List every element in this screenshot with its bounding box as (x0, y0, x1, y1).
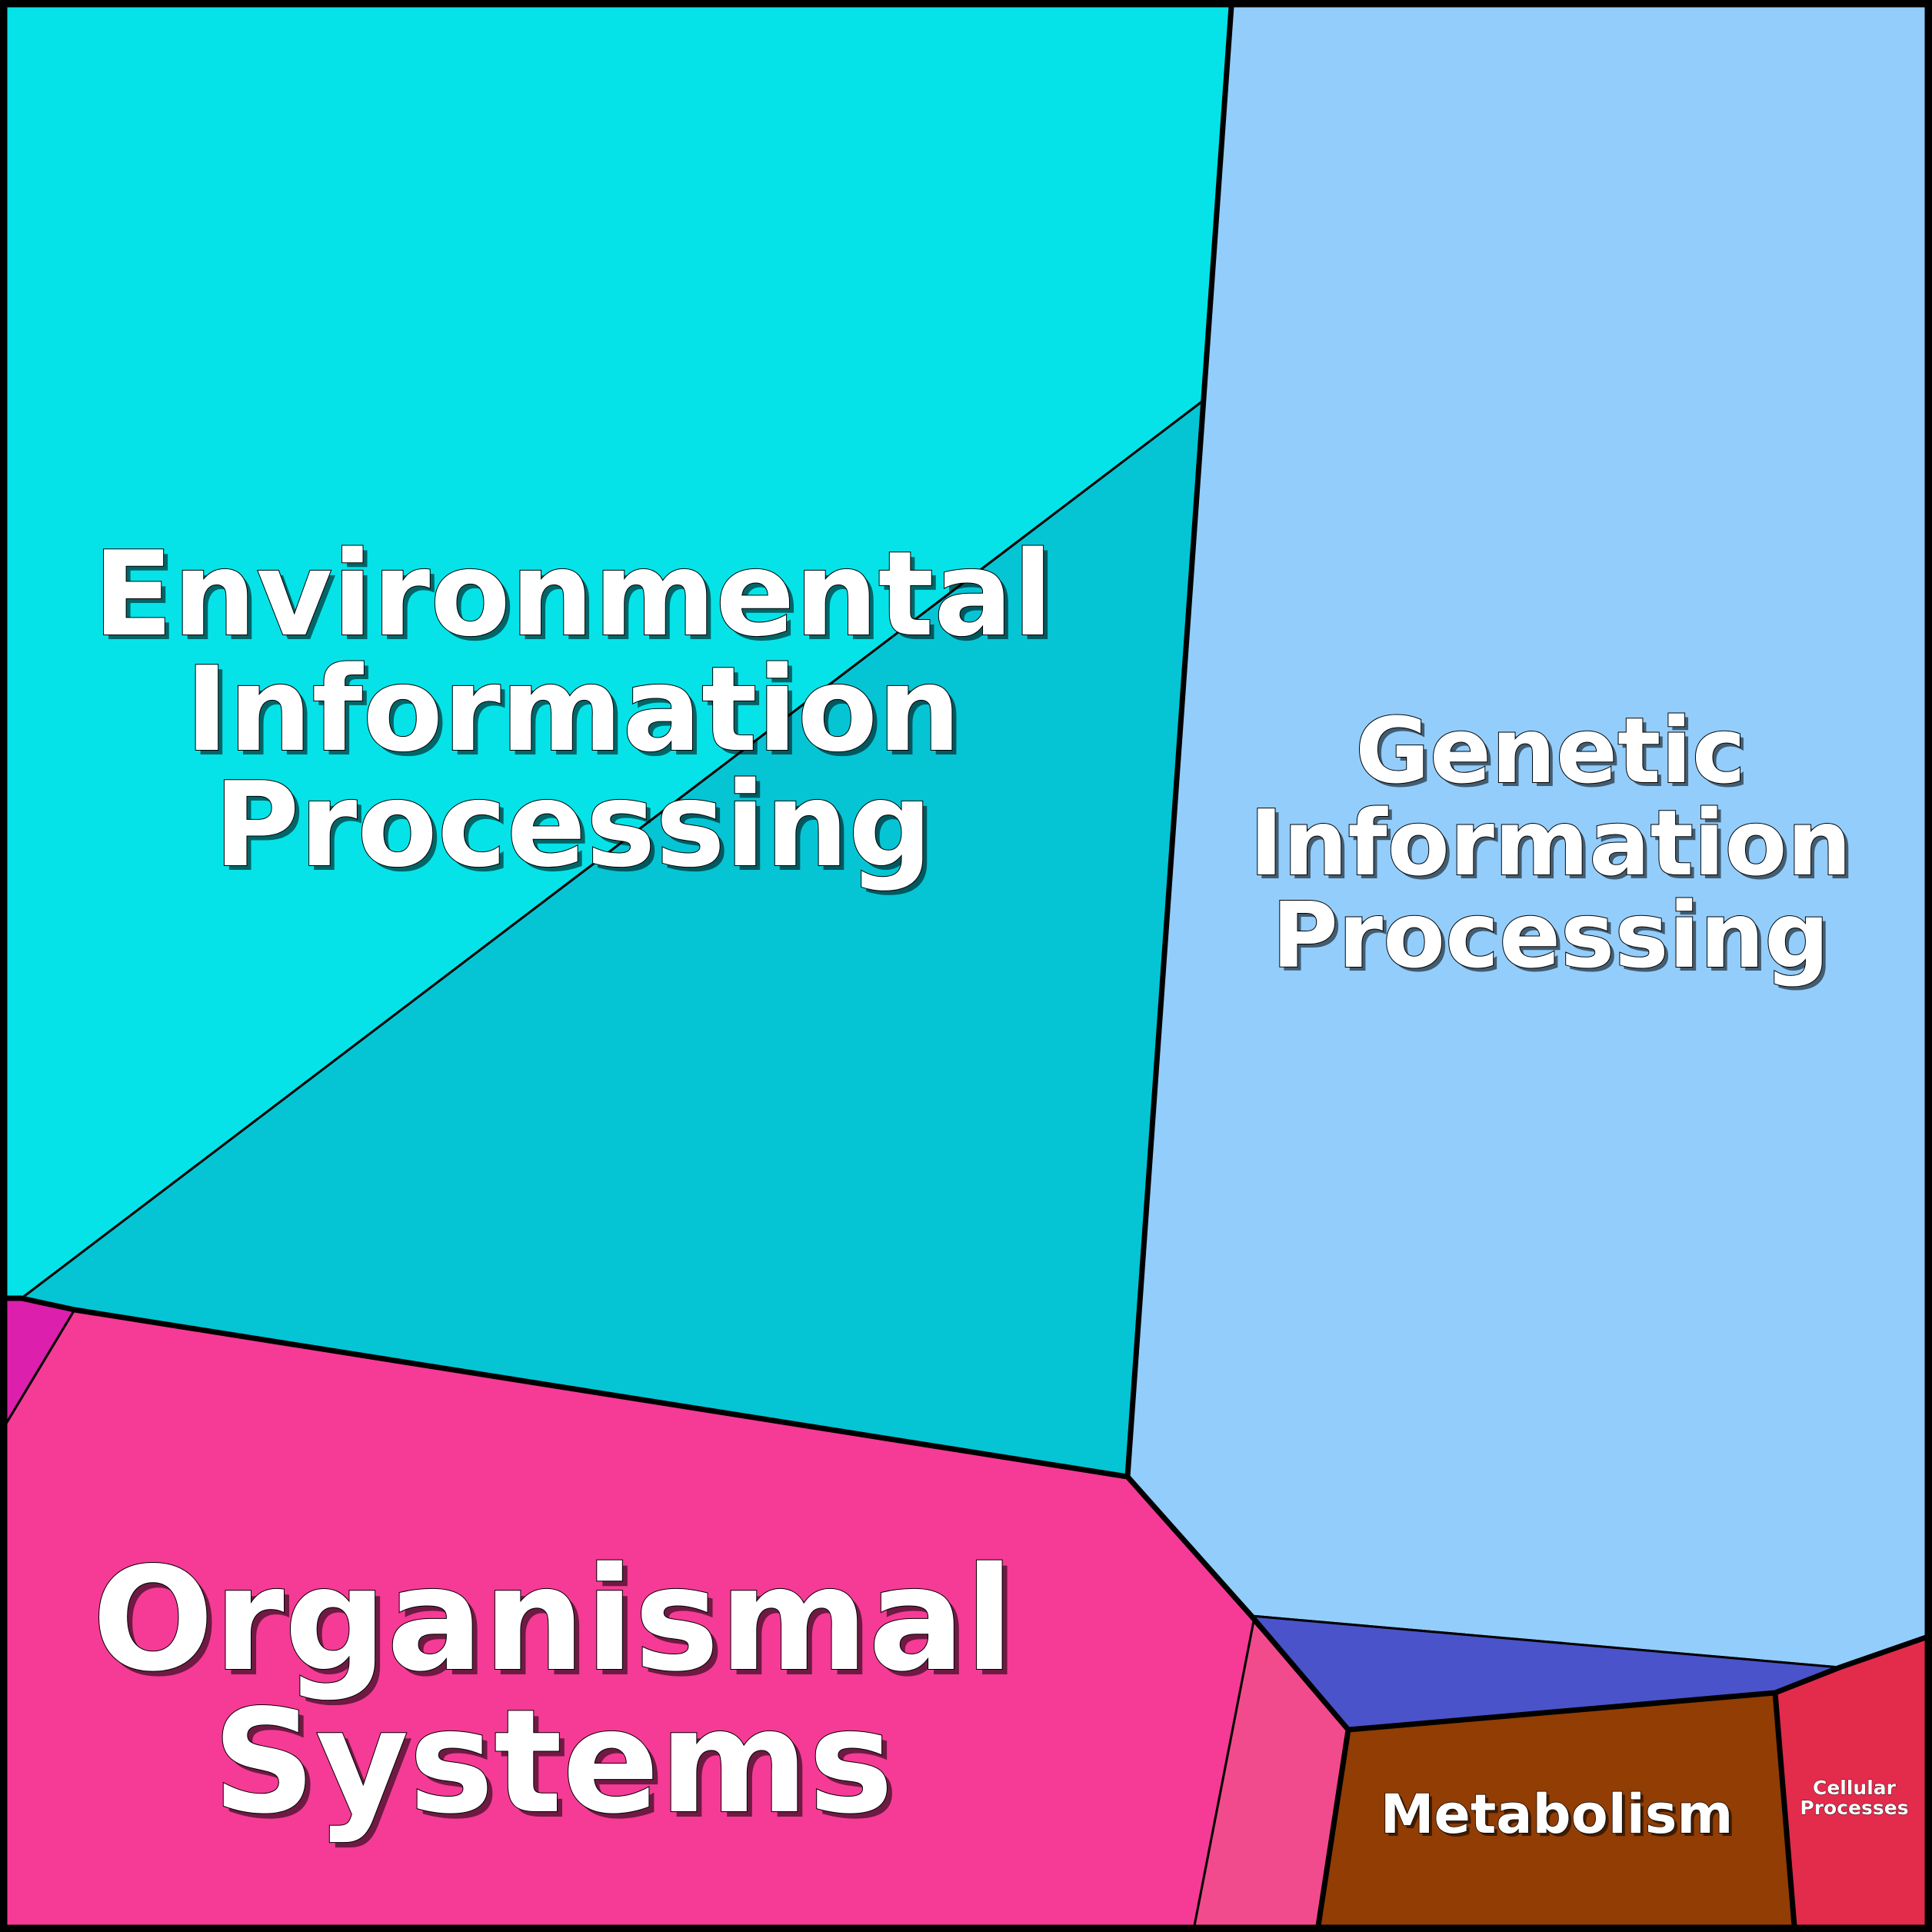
genetic-label-shadow-3: Processing (1275, 886, 1833, 992)
organismal-systems-cell (5, 1297, 1350, 1927)
border-environmental-genetic (1124, 3, 1234, 1480)
cellular-processes-label-line-2: Processes (1800, 1797, 1908, 1819)
border-genetic-organismal (1124, 1474, 1351, 1733)
border-cellular (1772, 1634, 1929, 1696)
cellular-processes-label: Cellular Processes (1800, 1777, 1909, 1820)
genetic-label: Genetic Information Processing Genetic I… (1248, 697, 1855, 992)
border-metabolism (1315, 1690, 1797, 1929)
environmental-label: Environmental Information Processing Env… (92, 525, 1058, 898)
border-environmental-organismal (3, 1295, 1131, 1480)
environmental-label-shadow-1: Environmental (98, 531, 1058, 667)
metabolism-label-shadow: Metabolism (1384, 1786, 1737, 1849)
genetic-label-line-3: Processing (1271, 882, 1829, 988)
metabolism-label-line-1: Metabolism (1381, 1783, 1734, 1846)
organismal-label-shadow-2: Systems (218, 1684, 899, 1850)
genetic-label-shadow-2: Information (1253, 794, 1855, 900)
environmental-label-line-3: Processing (214, 757, 932, 893)
environmental-label-shadow-2: Information (190, 646, 966, 782)
environmental-label-line-1: Environmental (93, 526, 1053, 662)
organismal-label-line-1: Organismal (92, 1536, 1014, 1703)
environmental-label-shadow-3: Processing (218, 761, 937, 898)
environmental-label-line-2: Information (185, 641, 961, 778)
organismal-label-shadow-1: Organismal (98, 1541, 1019, 1708)
metabolism-label: Metabolism Metabolism (1380, 1782, 1737, 1849)
genetic-label-line-1: Genetic (1355, 698, 1746, 804)
genetic-label-shadow-1: Genetic (1359, 701, 1750, 808)
organismal-label: Organismal Systems Organismal Systems (92, 1535, 1019, 1850)
cellular-processes-label-line-1: Cellular (1813, 1777, 1897, 1799)
organismal-label-line-2: Systems (212, 1678, 894, 1845)
genetic-label-line-2: Information (1249, 790, 1851, 896)
